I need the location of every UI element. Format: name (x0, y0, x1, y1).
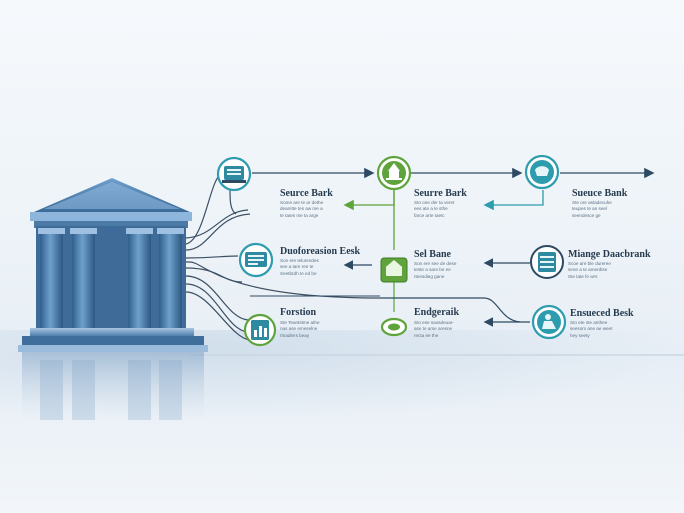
document-chart-icon (243, 313, 277, 347)
person-desk-icon (531, 304, 567, 340)
node-desc-miange: Scoe are ble dureree sene a te amerdtse … (568, 261, 611, 279)
bank-building-icon (18, 178, 208, 422)
database-icon (530, 245, 564, 279)
node-label-seurre-bark: Seurre Bark (414, 188, 467, 199)
node-desc-sueuce-bank: Ste ore astadecuhe teupes te an seel see… (572, 200, 612, 218)
node-label-source-bark: Seurce Bark (280, 188, 333, 199)
node-desc-seurre-bark: Sto one der ta veret ees ate a le sthe f… (414, 200, 455, 218)
node-desc-endgeraik: Sto ese saosdeuar- ase te ame aresne rec… (414, 320, 454, 338)
connector-mid (380, 297, 521, 323)
vault-icon (380, 257, 408, 283)
green-pin-icon (380, 317, 408, 337)
safe-icon (524, 154, 560, 190)
node-desc-forstion: Ste Teantstme athe nas ase emeselne rtna… (280, 320, 320, 338)
node-label-miange: Miange Daacbrank (568, 249, 651, 260)
node-desc-source-bark: Some are te ar dethe deamtte tes aw me a… (280, 200, 324, 218)
bank-register-icon (216, 156, 252, 192)
node-label-sueuce-bank: Sueuce Bank (572, 188, 628, 199)
node-label-sel-bane: Sel Bane (414, 249, 451, 260)
node-desc-duoforeasion: Son ere telurendes see a tare ree te See… (280, 258, 319, 276)
node-label-forstion: Forstion (280, 307, 317, 318)
node-label-ensueced: Ensueced Besk (570, 308, 634, 319)
tower-icon (376, 155, 412, 191)
arrow-7-down (483, 190, 544, 211)
node-label-endgeraik: Endgeraik (414, 307, 460, 318)
node-label-duoforeasion: Duoforeasion Eesk (280, 246, 361, 257)
bank-ledger-icon (238, 242, 274, 278)
arrow-4-down (343, 190, 395, 211)
node-desc-ensueced: Sto ete ste anthee seesom ane ae weet he… (570, 320, 613, 338)
node-desc-sel-bane: Son ere see de dese teste a sare be ee r… (414, 261, 457, 279)
